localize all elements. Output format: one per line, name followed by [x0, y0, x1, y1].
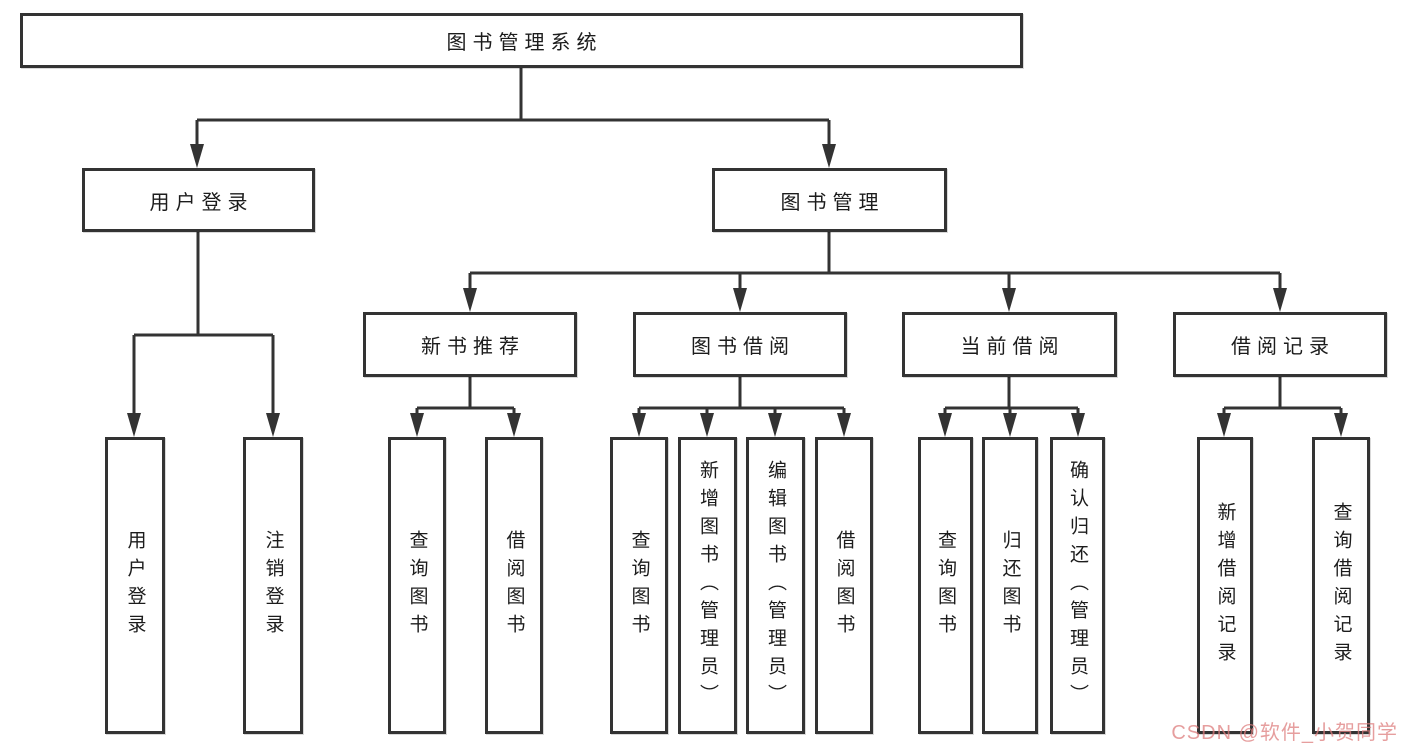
leaf-user-login-label: 用户登录	[124, 529, 146, 642]
leaf-logout-label: 注销登录	[262, 529, 284, 642]
node-book-borrow: 图书借阅	[633, 312, 847, 377]
node-book-borrow-label: 图书借阅	[691, 336, 795, 358]
leaf-recommend-query-books-label: 查询图书	[406, 529, 428, 642]
node-current-borrow: 当前借阅	[902, 312, 1117, 377]
node-new-book-recommend-label: 新书推荐	[421, 336, 525, 358]
node-user-login: 用户登录	[82, 168, 315, 232]
leaf-add-book-admin-label: 新增图书（管理员）	[697, 459, 718, 712]
leaf-logout: 注销登录	[243, 437, 303, 734]
leaf-edit-book-admin-label: 编辑图书（管理员）	[765, 459, 786, 712]
node-new-book-recommend: 新书推荐	[363, 312, 577, 377]
node-borrow-records: 借阅记录	[1173, 312, 1387, 377]
leaf-borrow-query-books: 查询图书	[610, 437, 668, 734]
leaf-user-login: 用户登录	[105, 437, 165, 734]
leaf-add-book-admin: 新增图书（管理员）	[678, 437, 737, 734]
leaf-query-borrow-record-label: 查询借阅记录	[1330, 501, 1352, 670]
node-user-login-label: 用户登录	[149, 191, 254, 214]
leaf-confirm-return-admin-label: 确认归还（管理员）	[1067, 459, 1088, 712]
leaf-query-borrow-record: 查询借阅记录	[1312, 437, 1370, 734]
leaf-current-query-books: 查询图书	[918, 437, 973, 734]
leaf-recommend-borrow-books-label: 借阅图书	[503, 529, 525, 642]
connector-paths	[132, 68, 1343, 415]
leaf-return-books: 归还图书	[982, 437, 1038, 734]
node-book-management: 图书管理	[712, 168, 947, 232]
leaf-borrow-borrow-books: 借阅图书	[815, 437, 873, 734]
leaf-edit-book-admin: 编辑图书（管理员）	[746, 437, 805, 734]
leaf-add-borrow-record: 新增借阅记录	[1197, 437, 1253, 734]
arrowheads	[127, 144, 1348, 437]
node-borrow-records-label: 借阅记录	[1231, 336, 1335, 358]
leaf-borrow-query-books-label: 查询图书	[628, 529, 650, 642]
leaf-recommend-borrow-books: 借阅图书	[485, 437, 543, 734]
node-root: 图书管理系统	[20, 13, 1023, 68]
csdn-watermark: CSDN @软件_小贺同学	[1171, 722, 1398, 744]
leaf-return-books-label: 归还图书	[999, 529, 1021, 642]
node-current-borrow-label: 当前借阅	[960, 336, 1065, 358]
leaf-add-borrow-record-label: 新增借阅记录	[1214, 501, 1236, 670]
leaf-borrow-borrow-books-label: 借阅图书	[833, 529, 855, 642]
node-book-management-label: 图书管理	[780, 191, 885, 214]
leaf-confirm-return-admin: 确认归还（管理员）	[1050, 437, 1105, 734]
leaf-recommend-query-books: 查询图书	[388, 437, 446, 734]
node-root-label: 图书管理系统	[446, 32, 603, 54]
leaf-current-query-books-label: 查询图书	[935, 529, 956, 642]
